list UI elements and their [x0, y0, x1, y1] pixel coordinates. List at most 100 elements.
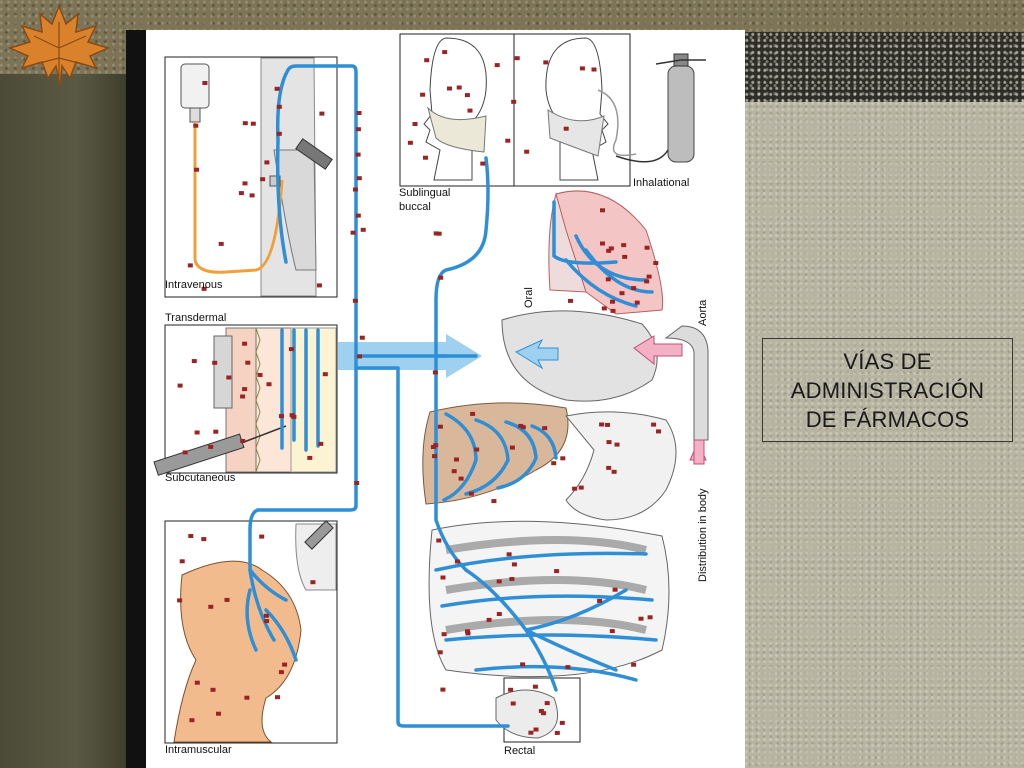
drug-particle — [509, 577, 515, 581]
title-line-1: VÍAS DE — [843, 348, 932, 374]
drug-particle — [544, 701, 550, 706]
drug-particle — [606, 465, 612, 470]
drug-particle — [621, 243, 627, 248]
drug-particle — [352, 298, 358, 303]
drug-particle — [423, 155, 428, 160]
drug-particle — [412, 122, 418, 126]
drug-particle — [568, 298, 573, 303]
drug-particle — [263, 613, 269, 618]
drug-particle — [559, 720, 565, 725]
drug-particle — [611, 469, 617, 474]
drug-particle — [194, 167, 200, 172]
drug-particle — [350, 230, 356, 235]
drug-particle — [653, 261, 659, 265]
drug-particle — [432, 370, 438, 375]
drug-particle — [509, 445, 515, 450]
drug-particle — [646, 274, 652, 279]
drug-particle — [591, 67, 597, 72]
drug-particle — [208, 444, 214, 449]
drug-particle — [360, 227, 366, 232]
drug-particle — [554, 569, 560, 574]
drug-particle — [424, 58, 430, 63]
drug-particle — [510, 701, 516, 706]
drug-particle — [606, 248, 612, 253]
drug-particle — [505, 138, 511, 143]
drug-particle — [631, 662, 637, 667]
drug-particle — [224, 597, 230, 602]
drug-particle — [638, 616, 644, 621]
drug-particle — [238, 191, 244, 196]
drug-particle — [355, 152, 361, 157]
drug-particle — [480, 161, 486, 166]
drug-particle — [177, 598, 183, 603]
drug-particle — [188, 534, 194, 538]
vessel-path — [442, 412, 558, 502]
drug-particle — [528, 730, 534, 735]
drug-particle — [610, 308, 616, 313]
drug-particle — [634, 300, 640, 305]
drug-particle — [189, 718, 195, 723]
drug-particle — [606, 440, 612, 445]
drug-particle — [191, 359, 197, 364]
flow-arrows — [514, 335, 707, 465]
drug-particle — [511, 562, 517, 567]
drug-particle — [597, 598, 603, 603]
drug-particle — [210, 687, 216, 692]
vessel-path — [275, 68, 290, 264]
drug-particle — [619, 291, 625, 296]
drug-particle — [496, 612, 502, 616]
left-black-strip — [126, 30, 146, 768]
drug-particle — [249, 193, 255, 198]
drug-particle — [491, 499, 497, 504]
label-sublingual: Sublingual — [399, 187, 450, 199]
drug-particle — [447, 86, 452, 91]
drug-particle — [276, 104, 282, 109]
drug-particle — [609, 629, 615, 634]
drug-particle — [486, 617, 492, 622]
drug-particle — [316, 283, 322, 288]
vessel-path — [354, 366, 510, 728]
drug-particle — [244, 695, 250, 700]
drug-particle — [644, 279, 650, 284]
drug-particle — [511, 99, 517, 104]
drug-particle — [520, 662, 526, 667]
label-transdermal: Transdermal — [165, 312, 226, 324]
drug-particle — [656, 429, 661, 434]
drug-particle — [608, 246, 614, 251]
drug-particle — [278, 670, 284, 675]
drug-particle — [532, 684, 538, 689]
drug-particle — [177, 383, 183, 388]
vessel-path — [245, 568, 298, 662]
drug-particle — [437, 650, 443, 655]
drug-particle — [407, 140, 413, 145]
drug-particle — [202, 81, 208, 85]
drug-particle — [250, 121, 256, 126]
drug-particle — [438, 275, 444, 280]
drug-particle — [357, 354, 362, 359]
drug-particle — [600, 241, 605, 246]
drug-particle — [579, 66, 585, 71]
drug-particle — [218, 241, 224, 246]
drug-particle — [464, 93, 470, 98]
drug-particle — [622, 254, 628, 259]
drug-particle — [216, 711, 221, 716]
drug-particle — [454, 457, 459, 462]
drug-particle — [542, 426, 548, 431]
drug-particle — [474, 447, 480, 452]
drug-particle — [578, 485, 584, 490]
label-intravenous: Intravenous — [165, 279, 223, 291]
label-intramuscular: Intramuscular — [165, 744, 232, 756]
drug-particle — [601, 306, 607, 311]
drug-particle — [470, 411, 476, 416]
drug-particle — [440, 575, 446, 580]
drug-particle — [610, 299, 615, 304]
intramuscular-illustration — [173, 520, 337, 743]
drug-particle — [194, 680, 200, 685]
drug-particle — [307, 455, 313, 460]
maple-leaf-icon — [4, 2, 114, 88]
vessel-path — [552, 200, 618, 265]
drug-particle — [182, 450, 188, 455]
drug-particle — [508, 687, 514, 692]
drug-particle — [420, 92, 426, 97]
vessel-path — [248, 64, 358, 642]
